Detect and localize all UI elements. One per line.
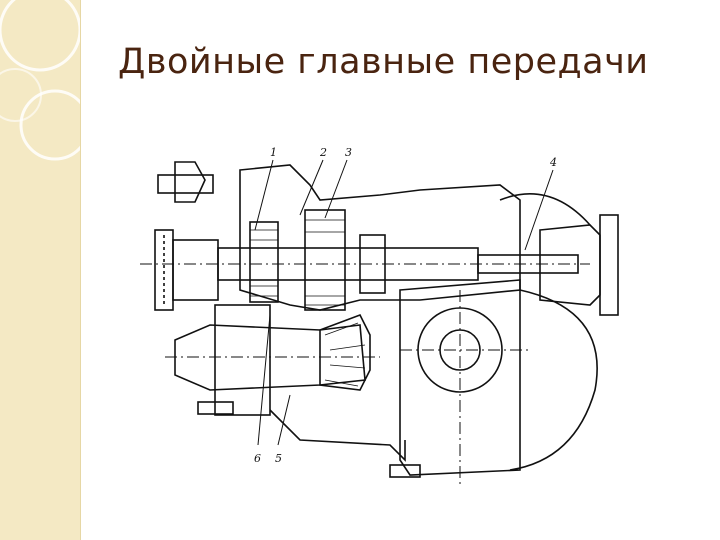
- spur-gear-2: [304, 209, 346, 311]
- right-joint: [539, 224, 601, 306]
- housing-arc-top: [499, 193, 591, 226]
- callout-6: 6: [254, 452, 261, 465]
- callout-1: 1: [270, 146, 277, 159]
- double-final-drive-diagram: 1 2 3 4 5 6: [120, 140, 640, 500]
- mechanical-cross-section: 1 2 3 4 5 6: [140, 146, 619, 485]
- callout-4: 4: [549, 156, 557, 169]
- decorative-sidebar: [0, 0, 81, 540]
- lower-bolt: [197, 401, 234, 415]
- top-bolt: [157, 174, 214, 194]
- output-flange: [599, 214, 619, 316]
- input-flange-hub: [172, 239, 219, 301]
- output-shaft: [477, 254, 579, 274]
- bevel-gear: [319, 313, 371, 391]
- callout-2: 2: [319, 146, 327, 159]
- spur-gear-3: [359, 234, 386, 294]
- upper-housing-outline: [239, 164, 521, 311]
- callout-3: 3: [345, 146, 352, 159]
- lower-housing-wall: [269, 409, 406, 462]
- bolt-nut: [174, 161, 206, 203]
- sidebar-ornament: [0, 0, 80, 161]
- pinion-bearing-housing: [214, 304, 271, 416]
- slide-title: Двойные главные передачи: [118, 42, 649, 82]
- spur-gear-1: [249, 221, 279, 303]
- differential-case: [399, 279, 521, 476]
- callout-5: 5: [275, 452, 282, 465]
- bottom-bolt: [389, 464, 421, 478]
- housing-bowl: [509, 289, 598, 471]
